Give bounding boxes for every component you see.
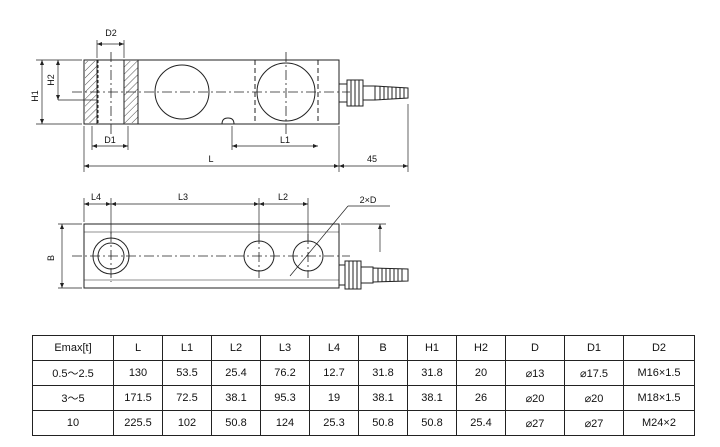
table-cell: 124 xyxy=(260,410,310,436)
table-cell: M16×1.5 xyxy=(623,360,695,386)
table-header-cell: H2 xyxy=(456,335,506,361)
table-cell: M24×2 xyxy=(623,410,695,436)
table-cell: 225.5 xyxy=(113,410,163,436)
table-header-cell: D1 xyxy=(564,335,624,361)
table-cell: 76.2 xyxy=(260,360,310,386)
label-l1: L1 xyxy=(280,135,290,145)
table-cell: 3～5 xyxy=(32,385,114,411)
label-cable-length: 45 xyxy=(367,154,377,164)
table-cell: 50.8 xyxy=(407,410,457,436)
table-cell: 38.1 xyxy=(211,385,261,411)
label-two-d: 2×D xyxy=(360,195,377,205)
table-header-cell: D2 xyxy=(623,335,695,361)
table-cell: 95.3 xyxy=(260,385,310,411)
label-l4: L4 xyxy=(91,192,101,202)
table-cell: ⌀17.5 xyxy=(564,360,624,386)
table-cell: 50.8 xyxy=(211,410,261,436)
table-header-cell: D xyxy=(505,335,565,361)
table-header-cell: L2 xyxy=(211,335,261,361)
table-cell: 25.4 xyxy=(211,360,261,386)
table-cell: ⌀20 xyxy=(505,385,565,411)
table-cell: 20 xyxy=(456,360,506,386)
table-cell: 130 xyxy=(113,360,163,386)
table-header-cell: L xyxy=(113,335,163,361)
label-h1: H1 xyxy=(30,90,40,102)
table-cell: ⌀27 xyxy=(505,410,565,436)
table-cell: 102 xyxy=(162,410,212,436)
table-header-cell: L4 xyxy=(309,335,359,361)
table-cell: 25.4 xyxy=(456,410,506,436)
front-bottom-notch xyxy=(221,117,235,125)
table-cell: ⌀20 xyxy=(564,385,624,411)
table-cell: M18×1.5 xyxy=(623,385,695,411)
table-header-cell: Emax[t] xyxy=(32,335,114,361)
top-dimension-arrows xyxy=(60,202,382,288)
label-h2: H2 xyxy=(46,74,56,86)
table-cell: 12.7 xyxy=(309,360,359,386)
gauge-hole-circle xyxy=(154,64,210,120)
table-cell: ⌀13 xyxy=(505,360,565,386)
front-cable-gland xyxy=(338,79,409,107)
front-view xyxy=(72,52,409,134)
table-cell: 0.5～2.5 xyxy=(32,360,114,386)
label-l2: L2 xyxy=(278,192,288,202)
top-cable-gland xyxy=(338,260,409,290)
table-cell: 26 xyxy=(456,385,506,411)
table-header-cell: H1 xyxy=(407,335,457,361)
label-b: B xyxy=(46,255,56,261)
label-l: L xyxy=(208,154,213,164)
table-cell: 38.1 xyxy=(407,385,457,411)
load-cell-drawing: D2 H1 H2 D1 L1 L 45 xyxy=(30,28,409,290)
top-view xyxy=(72,223,409,290)
table-cell: 72.5 xyxy=(162,385,212,411)
table-cell: ⌀27 xyxy=(564,410,624,436)
table-cell: 10 xyxy=(32,410,114,436)
table-header-cell: L1 xyxy=(162,335,212,361)
table-cell: 25.3 xyxy=(309,410,359,436)
table-cell: 19 xyxy=(309,385,359,411)
table-cell: 53.5 xyxy=(162,360,212,386)
front-dimension-arrows xyxy=(40,42,408,168)
table-cell: 50.8 xyxy=(358,410,408,436)
table-cell: 31.8 xyxy=(407,360,457,386)
label-d1: D1 xyxy=(104,135,116,145)
label-d2: D2 xyxy=(105,28,117,38)
table-cell: 31.8 xyxy=(358,360,408,386)
table-cell: 171.5 xyxy=(113,385,163,411)
table-header-cell: L3 xyxy=(260,335,310,361)
table-cell: 38.1 xyxy=(358,385,408,411)
table-header-cell: B xyxy=(358,335,408,361)
label-l3: L3 xyxy=(178,192,188,202)
